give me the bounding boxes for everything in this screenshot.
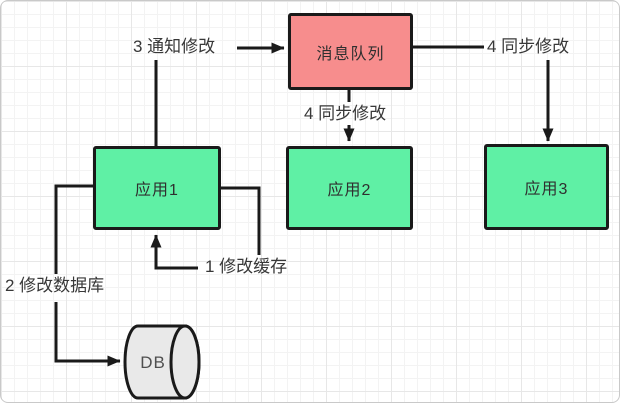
node-app3-label: 应用3 <box>524 181 569 198</box>
node-app2: 应用2 <box>286 146 413 230</box>
db-label: DB <box>140 353 166 372</box>
edge-label-modify-database: 2 修改数据库 <box>5 276 105 295</box>
edge-label-modify-cache: 1 修改缓存 <box>205 257 288 276</box>
node-app1-label: 应用1 <box>135 182 179 199</box>
node-message-queue: 消息队列 <box>288 13 413 90</box>
edge-label-sync-modify-app2: 4 同步修改 <box>304 104 387 123</box>
db-cylinder-rim <box>169 324 201 400</box>
edge-label-notify-modify: 3 通知修改 <box>133 37 216 56</box>
node-app1: 应用1 <box>93 146 221 230</box>
db-cylinder <box>123 324 201 400</box>
edge-app1-to-db-stem <box>54 184 93 274</box>
node-message-queue-label: 消息队列 <box>316 45 385 63</box>
edge-app1-self-cache-stem <box>221 186 261 255</box>
edge-app1-to-db-arrow <box>54 302 121 367</box>
node-app2-label: 应用2 <box>327 182 372 199</box>
edge-app1-self-cache-arrow <box>150 234 198 270</box>
node-app3: 应用3 <box>484 144 609 230</box>
edge-label-sync-modify-app3: 4 同步修改 <box>487 37 570 56</box>
